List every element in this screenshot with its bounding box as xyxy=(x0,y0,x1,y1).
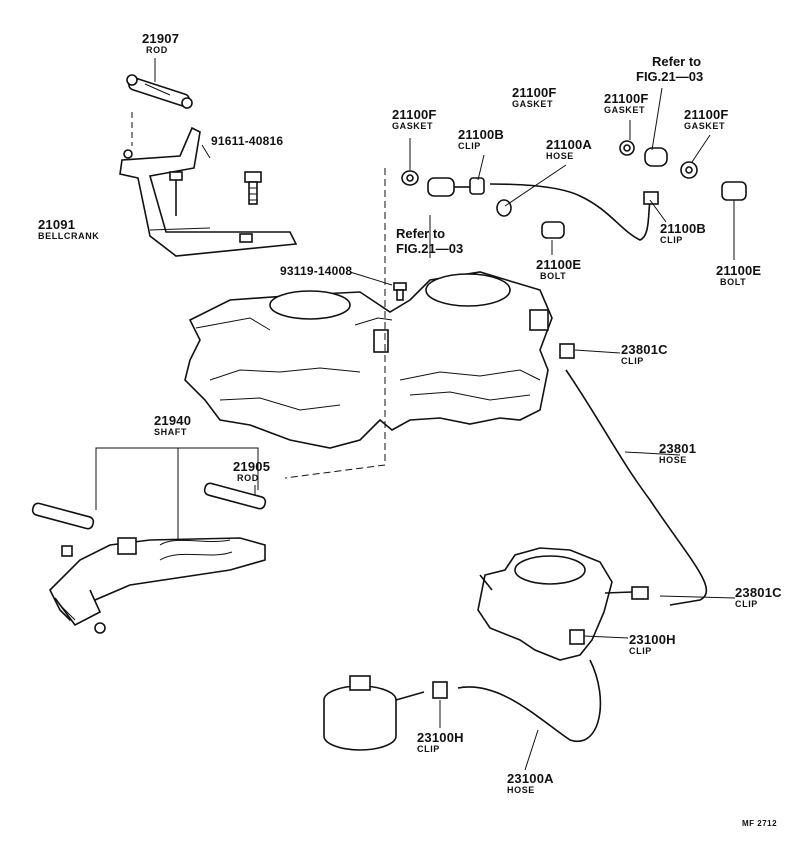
part-name: CLIP xyxy=(660,235,683,245)
label-bolt-21100e-b: 21100E BOLT xyxy=(716,264,761,287)
part-name: HOSE xyxy=(507,785,535,795)
part-number: 93119-14008 xyxy=(280,264,353,278)
part-number: 23100H xyxy=(629,632,676,647)
part-name: GASKET xyxy=(604,105,646,115)
part-number: 21940 xyxy=(154,413,192,428)
part-name: CLIP xyxy=(621,356,644,366)
hose-23801-drawing xyxy=(559,343,708,606)
label-hose-23100a: 23100A HOSE xyxy=(507,772,554,795)
part-number: 21091 xyxy=(38,217,76,232)
reference-note-mid: Refer to FIG.21—03 xyxy=(396,226,463,256)
hose-23100a-drawing xyxy=(432,659,602,743)
fuel-pump-drawing xyxy=(477,547,649,661)
part-number: 21905 xyxy=(233,459,271,474)
label-bolt-21100e-a: 21100E BOLT xyxy=(536,258,581,281)
alignment-dashed-line xyxy=(284,168,386,479)
part-name: BOLT xyxy=(720,277,747,287)
part-number: 23100H xyxy=(417,730,464,745)
label-bellcrank-21091: 21091 BELLCRANK xyxy=(38,218,99,241)
part-number: 21100B xyxy=(660,221,707,236)
part-name: GASKET xyxy=(512,99,554,109)
label-rod-21905: 21905 ROD xyxy=(233,460,270,483)
reference-line-1: Refer to xyxy=(396,226,446,241)
part-name: HOSE xyxy=(659,455,687,465)
label-gasket-21100f-a: 21100F GASKET xyxy=(392,108,437,131)
carburetor-body-drawing xyxy=(184,271,553,449)
reference-line-2: FIG.21—03 xyxy=(396,241,464,256)
rods-21940-21905-drawing xyxy=(31,482,267,530)
label-gasket-21100f-c: 21100F GASKET xyxy=(604,92,649,115)
screw-93119-14008-drawing xyxy=(393,282,407,301)
part-name: CLIP xyxy=(417,744,440,754)
label-hose-23801: 23801 HOSE xyxy=(659,442,696,465)
reference-line-1: Refer to xyxy=(652,54,702,69)
part-number: 21100F xyxy=(604,91,649,106)
part-number: 23801C xyxy=(621,342,668,357)
part-number: 21100E xyxy=(536,257,582,272)
label-rod-21907: 21907 ROD xyxy=(142,32,179,55)
part-name: ROD xyxy=(146,45,168,55)
part-number: 21100B xyxy=(458,127,505,142)
label-clip-23100h-b: 23100H CLIP xyxy=(417,731,464,754)
label-clip-21100b-a: 21100B CLIP xyxy=(458,128,504,151)
part-number: 21100F xyxy=(512,85,557,100)
label-clip-23100h-a: 23100H CLIP xyxy=(629,633,676,656)
reference-line-2: FIG.21—03 xyxy=(636,69,704,84)
part-name: SHAFT xyxy=(154,427,187,437)
part-number: 23801 xyxy=(659,441,697,456)
label-clip-23801c-a: 23801C CLIP xyxy=(621,343,668,366)
reference-note-top: Refer to FIG.21—03 xyxy=(636,54,703,84)
label-clip-23801c-b: 23801C CLIP xyxy=(735,586,782,609)
fuel-inlet-line-drawing xyxy=(401,140,747,241)
label-gasket-21100f-d: 21100F GASKET xyxy=(684,108,729,131)
label-clip-21100b-b: 21100B CLIP xyxy=(660,222,706,245)
leader-lines xyxy=(95,58,736,771)
part-number: 21100F xyxy=(684,107,729,122)
label-screw-91611-40816: 91611-40816 xyxy=(211,135,283,147)
part-number: 23801C xyxy=(735,585,782,600)
figure-code: MF 2712 xyxy=(742,819,778,828)
part-name: CLIP xyxy=(735,599,758,609)
part-name: BELLCRANK xyxy=(38,231,100,241)
label-gasket-21100f-b: 21100F GASKET xyxy=(512,86,557,109)
bellcrank-21091-drawing xyxy=(119,126,298,257)
part-name: GASKET xyxy=(684,121,726,131)
screw-91611-40816-drawing xyxy=(244,171,262,205)
part-name: ROD xyxy=(237,473,259,483)
part-name: BOLT xyxy=(540,271,567,281)
part-name: CLIP xyxy=(458,141,481,151)
part-number: 21907 xyxy=(142,31,180,46)
fuel-filter-drawing xyxy=(323,675,425,751)
part-number: 23100A xyxy=(507,771,554,786)
part-name: GASKET xyxy=(392,121,434,131)
part-number: 21100F xyxy=(392,107,437,122)
part-number: 21100A xyxy=(546,137,593,152)
part-name: HOSE xyxy=(546,151,574,161)
part-number: 21100E xyxy=(716,263,762,278)
rod-21907-drawing xyxy=(126,74,193,146)
label-screw-93119-14008: 93119-14008 xyxy=(280,265,352,277)
part-name: CLIP xyxy=(629,646,652,656)
label-hose-21100a: 21100A HOSE xyxy=(546,138,592,161)
label-shaft-21940: 21940 SHAFT xyxy=(154,414,191,437)
shaft-21940-drawing xyxy=(49,537,266,634)
part-number: 91611-40816 xyxy=(211,134,284,148)
